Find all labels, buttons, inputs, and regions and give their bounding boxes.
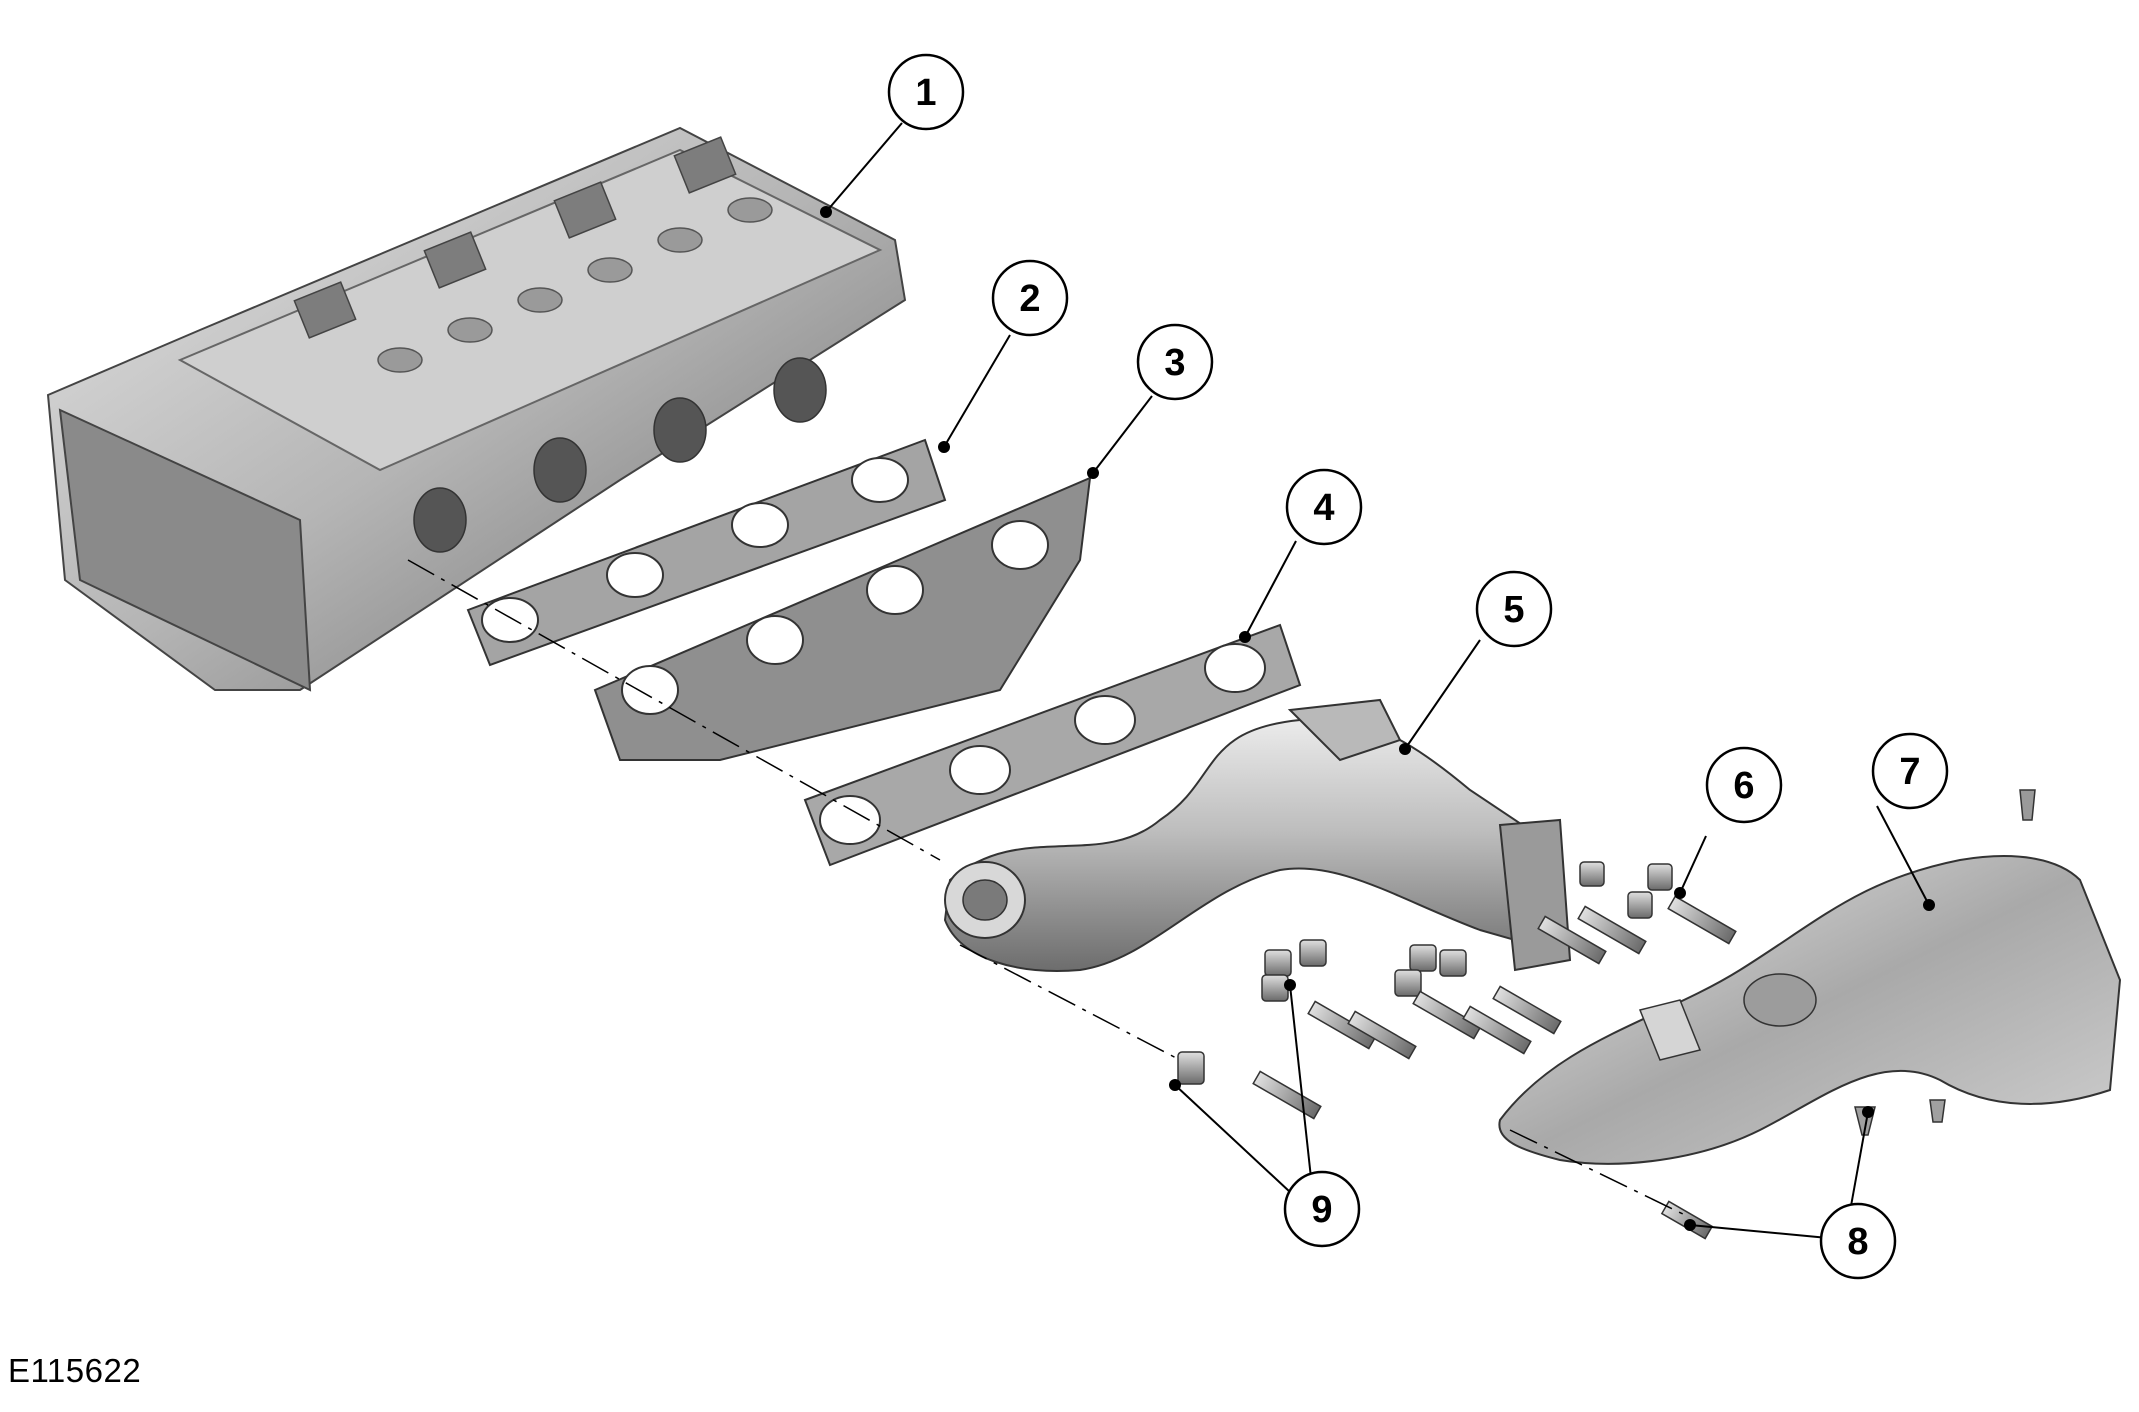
callout-2: 2 xyxy=(991,259,1069,337)
callout-9: 9 xyxy=(1283,1170,1361,1248)
gasket-outer xyxy=(803,623,1302,867)
leader-lines xyxy=(825,122,1930,1239)
callout-8: 8 xyxy=(1819,1202,1897,1280)
manifold-studs-nuts xyxy=(1537,861,1737,965)
callout-4: 4 xyxy=(1285,468,1363,546)
callout-5-label: 5 xyxy=(1503,589,1524,631)
callout-8-label: 8 xyxy=(1847,1221,1868,1263)
callout-9-label: 9 xyxy=(1311,1189,1332,1231)
callout-1: 1 xyxy=(887,53,965,131)
callout-1-label: 1 xyxy=(915,72,936,114)
callout-7: 7 xyxy=(1871,732,1949,810)
callout-3-label: 3 xyxy=(1164,342,1185,384)
leader-dots xyxy=(820,206,1935,1231)
callout-4-label: 4 xyxy=(1313,487,1334,529)
callout-6-label: 6 xyxy=(1733,765,1754,807)
figure-id: E115622 xyxy=(8,1352,142,1389)
manifold-heat-shield xyxy=(1498,789,2122,1165)
callout-3: 3 xyxy=(1136,323,1214,401)
callout-7-label: 7 xyxy=(1899,751,1920,793)
callout-2-label: 2 xyxy=(1019,278,1040,320)
gasket-inner xyxy=(466,438,947,667)
callout-5: 5 xyxy=(1475,570,1553,648)
cylinder-head xyxy=(46,126,907,692)
alignment-lines xyxy=(407,559,1686,1216)
callout-6: 6 xyxy=(1705,746,1783,824)
manifold-spacers-bolts xyxy=(1177,939,1562,1120)
